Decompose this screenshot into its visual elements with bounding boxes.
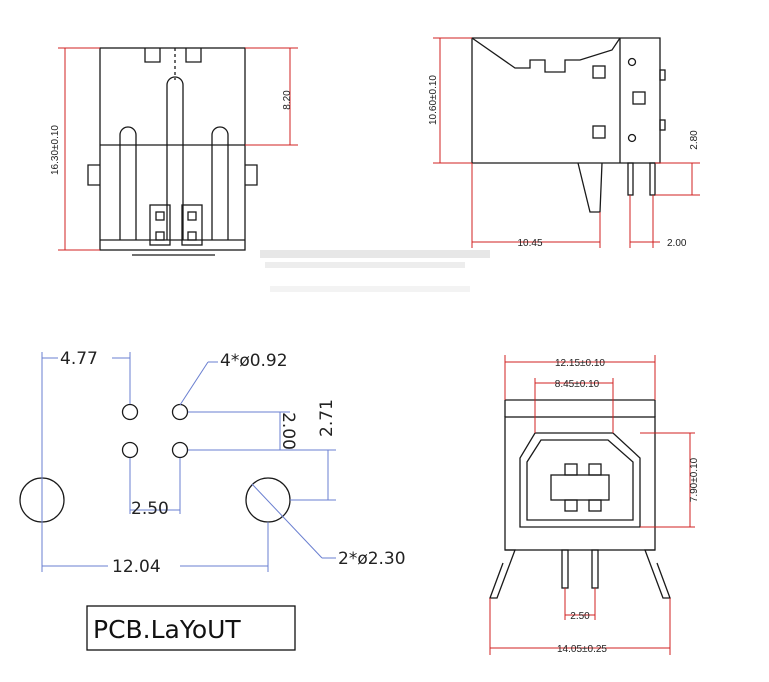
dim-pitch-y-small: 2.00 xyxy=(278,412,298,450)
dim-front-width-inner: 8.45±0.10 xyxy=(555,379,600,390)
dim-front-height: 7.90±0.10 xyxy=(689,457,700,502)
side-view: 16.30±0.10 8.20 xyxy=(50,47,298,256)
dim-front-width-outer: 12.15±0.10 xyxy=(555,358,605,369)
dim-profile-depth: 10.45 xyxy=(517,238,542,249)
dim-profile-height: 10.60±0.10 xyxy=(428,75,439,125)
dim-pitch-x-left: 4.77 xyxy=(60,349,98,369)
dim-pitch-y-large: 2.71 xyxy=(317,399,337,437)
dim-pitch-x-large: 12.04 xyxy=(112,557,161,577)
dim-front-pin-pitch: 2.50 xyxy=(570,611,590,622)
dim-pin-pitch: 2.00 xyxy=(667,238,687,249)
front-view: 12.15±0.10 8.45±0.10 7.90±0.10 2.50 14.0… xyxy=(489,355,700,655)
pcb-layout-caption: PCB.LaYoUT xyxy=(93,615,241,644)
dim-pin-length: 2.80 xyxy=(689,130,700,150)
dim-large-holes: 2*ø2.30 xyxy=(338,549,406,569)
dim-small-holes: 4*ø0.92 xyxy=(220,351,288,371)
blurred-artifact xyxy=(260,250,490,292)
profile-view: 10.60±0.10 10.45 2.80 2.00 xyxy=(428,37,700,249)
dim-height-upper: 8.20 xyxy=(282,90,293,110)
dim-height-total: 16.30±0.10 xyxy=(50,125,61,175)
dim-pitch-x-small: 2.50 xyxy=(131,499,169,519)
pcb-layout: 4.77 4*ø0.92 2.00 2.71 2.50 12.04 2*ø2.3… xyxy=(19,349,406,651)
dim-front-width-total: 14.05±0.25 xyxy=(557,644,607,655)
